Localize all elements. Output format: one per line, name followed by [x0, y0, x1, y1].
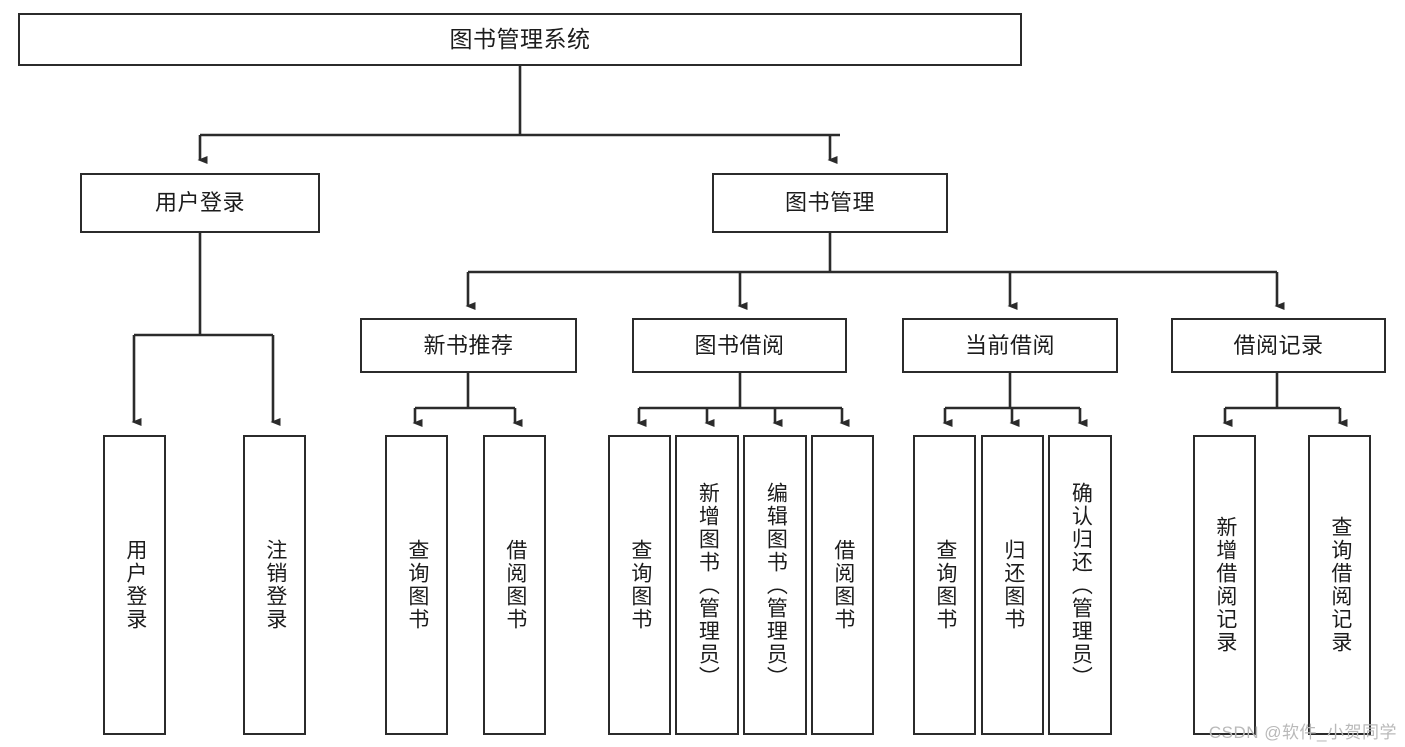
node-user-login-label: 用户登录 — [154, 190, 245, 216]
node-leaf-borrow-edit[interactable]: 编辑图书（管理员） — [743, 435, 807, 735]
node-leaf-record-add-label: 新增借阅记录 — [1213, 516, 1237, 654]
watermark-text: CSDN @软件_小贺同学 — [1208, 723, 1397, 742]
node-new-book-rec[interactable]: 新书推荐 — [360, 318, 577, 373]
node-leaf-borrow-do[interactable]: 借阅图书 — [811, 435, 874, 735]
node-leaf-rec-borrow[interactable]: 借阅图书 — [483, 435, 546, 735]
node-leaf-borrow-add-label: 新增图书（管理员） — [696, 481, 720, 689]
node-leaf-borrow-add[interactable]: 新增图书（管理员） — [675, 435, 739, 735]
node-leaf-borrow-do-label: 借阅图书 — [831, 539, 855, 631]
node-leaf-user-login[interactable]: 用户登录 — [103, 435, 166, 735]
node-leaf-current-return[interactable]: 归还图书 — [981, 435, 1044, 735]
node-leaf-rec-query-label: 查询图书 — [405, 539, 429, 631]
node-book-borrow-label: 图书借阅 — [694, 332, 785, 358]
node-borrow-record[interactable]: 借阅记录 — [1171, 318, 1386, 373]
node-leaf-borrow-query[interactable]: 查询图书 — [608, 435, 671, 735]
node-leaf-rec-borrow-label: 借阅图书 — [503, 539, 527, 631]
node-user-login[interactable]: 用户登录 — [80, 173, 320, 233]
node-current-borrow[interactable]: 当前借阅 — [902, 318, 1118, 373]
node-new-book-rec-label: 新书推荐 — [423, 332, 514, 358]
node-leaf-borrow-query-label: 查询图书 — [628, 539, 652, 631]
node-leaf-user-login-label: 用户登录 — [123, 539, 147, 631]
node-leaf-current-confirm-label: 确认归还（管理员） — [1069, 481, 1093, 689]
node-leaf-current-confirm[interactable]: 确认归还（管理员） — [1048, 435, 1112, 735]
node-leaf-user-logout-label: 注销登录 — [263, 539, 287, 631]
node-book-manage-label: 图书管理 — [784, 190, 875, 216]
node-borrow-record-label: 借阅记录 — [1233, 332, 1324, 358]
node-leaf-borrow-edit-label: 编辑图书（管理员） — [764, 481, 788, 689]
node-root[interactable]: 图书管理系统 — [18, 13, 1022, 66]
node-current-borrow-label: 当前借阅 — [964, 332, 1055, 358]
node-leaf-current-query-label: 查询图书 — [933, 539, 957, 631]
node-leaf-record-query[interactable]: 查询借阅记录 — [1308, 435, 1371, 735]
node-leaf-current-query[interactable]: 查询图书 — [913, 435, 976, 735]
node-book-borrow[interactable]: 图书借阅 — [632, 318, 847, 373]
node-leaf-record-query-label: 查询借阅记录 — [1328, 516, 1352, 654]
node-leaf-current-return-label: 归还图书 — [1001, 539, 1025, 631]
node-root-label: 图书管理系统 — [449, 26, 591, 53]
node-book-manage[interactable]: 图书管理 — [712, 173, 948, 233]
node-leaf-user-logout[interactable]: 注销登录 — [243, 435, 306, 735]
node-leaf-record-add[interactable]: 新增借阅记录 — [1193, 435, 1256, 735]
node-leaf-rec-query[interactable]: 查询图书 — [385, 435, 448, 735]
